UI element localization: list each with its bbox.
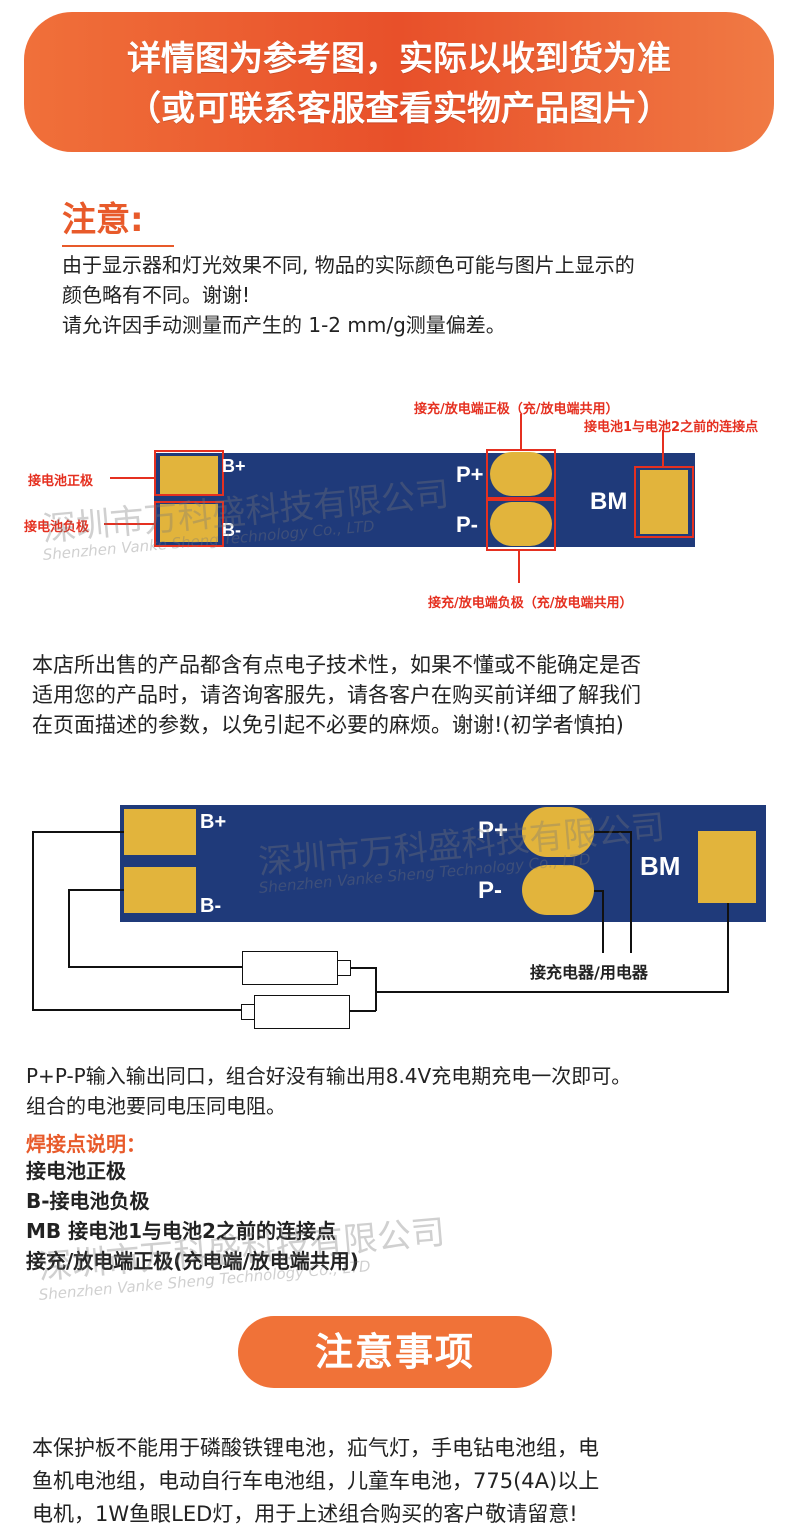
highlight-bplus [154, 450, 224, 496]
pad-bplus [160, 456, 218, 494]
wire-bminus-v [68, 889, 70, 967]
usage-line-1: P+P-P输入输出同口，组合好没有输出用8.4V充电期充电一次即可。 [26, 1064, 632, 1088]
solder-points-title: 焊接点说明： [26, 1132, 146, 1156]
notice-line-1: 由于显示器和灯光效果不同, 物品的实际颜色可能与图片上显示的 [62, 253, 635, 277]
wire-bplus-bottom [32, 1009, 246, 1011]
notice-line-2: 颜色略有不同。谢谢! [62, 283, 251, 307]
pcb-board-2 [120, 805, 766, 922]
highlight-bm [634, 466, 694, 538]
solder-point-2: B-接电池负极 [26, 1189, 150, 1213]
callout-line-pneg [518, 551, 520, 583]
callout-line-bneg [104, 523, 154, 525]
wire-bplus-h [32, 831, 124, 833]
wire-pplus-h [594, 831, 632, 833]
wire-mid-v [375, 967, 377, 1011]
charger-label: 接充电器/用电器 [530, 963, 648, 982]
battery-2-cap [241, 1004, 255, 1020]
label-pplus: P+ [456, 462, 484, 487]
label-bplus-2: B+ [200, 811, 227, 833]
pad-bminus-2 [124, 867, 196, 913]
label-bminus: B- [222, 520, 241, 540]
wire-bminus-bottom [68, 966, 244, 968]
label-bm: BM [590, 488, 628, 515]
wire-mid-1 [350, 967, 376, 969]
wiring-diagram: B+ B- P+ P- BM 接充电器/用电器 深圳市万科盛科技有限公司 She… [0, 795, 790, 1045]
callout-bm: 接电池1与电池2之前的连接点 [584, 420, 759, 435]
solder-point-4: 接充/放电端正极(充电端/放电端共用) [26, 1249, 359, 1273]
battery-1-body [242, 951, 338, 985]
pcb-diagram-1: B+ B- P+ P- BM 接电池正极 接电池负极 接充/放电端正极（充/放电… [0, 390, 790, 620]
pad-bplus-2 [124, 809, 196, 855]
callout-p-neg: 接充/放电端负极（充/放电端共用） [428, 596, 633, 611]
top-banner: 详情图为参考图，实际以收到货为准 （或可联系客服查看实物产品图片） [24, 12, 774, 152]
highlight-pplus [486, 449, 556, 499]
store-note-line-1: 本店所出售的产品都含有点电子技术性，如果不懂或不能确定是否 [32, 653, 641, 677]
pad-bm [640, 470, 688, 534]
wire-mid-2 [350, 1010, 376, 1012]
wire-bminus-h [68, 889, 124, 891]
pad-pminus-2 [522, 865, 594, 915]
pad-pminus [490, 502, 552, 546]
pad-bm-2 [698, 831, 756, 903]
label-bplus: B+ [222, 456, 246, 476]
highlight-bminus [154, 501, 224, 547]
wire-pminus-v [602, 890, 604, 953]
caution-line-3: 电机，1W鱼眼LED灯，用于上述组合购买的客户敬请留意! [32, 1502, 578, 1526]
solder-point-1: 接电池正极 [26, 1159, 126, 1183]
callout-line-bpos [110, 477, 154, 479]
wire-pminus-h [594, 890, 604, 892]
wire-bplus-v [32, 831, 34, 1011]
callout-p-pos: 接充/放电端正极（充/放电端共用） [414, 402, 619, 417]
notice-line-3: 请允许因手动测量而产生的 1-2 mm/g测量偏差。 [62, 313, 506, 337]
banner-line-1: 详情图为参考图，实际以收到货为准 [127, 39, 671, 79]
wire-pplus-v [630, 831, 632, 953]
banner-line-2: （或可联系客服查看实物产品图片） [127, 89, 671, 129]
caution-line-1: 本保护板不能用于磷酸铁锂电池，疝气灯，手电钻电池组，电 [32, 1436, 599, 1460]
callout-line-ppos [520, 414, 522, 450]
callout-line-bm [662, 430, 664, 466]
notice-title: 注意: [62, 192, 174, 247]
label-bm-2: BM [640, 851, 681, 881]
usage-line-2: 组合的电池要同电压同电阻。 [26, 1094, 286, 1118]
wire-bm-v [727, 903, 729, 993]
pad-pplus [490, 452, 552, 496]
pad-bminus [160, 504, 218, 542]
battery-1-cap [337, 960, 351, 976]
label-bminus-2: B- [200, 895, 222, 917]
label-pminus: P- [456, 512, 478, 537]
highlight-pminus [486, 499, 556, 551]
battery-2-body [254, 995, 350, 1029]
pcb-board [154, 453, 695, 547]
solder-point-3: MB 接电池1与电池2之前的连接点 [26, 1219, 336, 1243]
label-pminus-2: P- [478, 877, 502, 904]
wire-bm-bottom [376, 991, 728, 993]
caution-line-2: 鱼机电池组，电动自行车电池组，儿童车电池，775(4A)以上 [32, 1469, 600, 1493]
label-pplus-2: P+ [478, 817, 509, 844]
pad-pplus-2 [522, 807, 594, 857]
store-note-line-3: 在页面描述的参数，以免引起不必要的麻烦。谢谢!(初学者慎拍) [32, 713, 624, 737]
callout-b-neg: 接电池负极 [24, 520, 90, 535]
store-note-line-2: 适用您的产品时，请咨询客服先，请各客户在购买前详细了解我们 [32, 683, 641, 707]
caution-title: 注意事项 [238, 1316, 552, 1388]
callout-b-pos: 接电池正极 [28, 474, 94, 489]
